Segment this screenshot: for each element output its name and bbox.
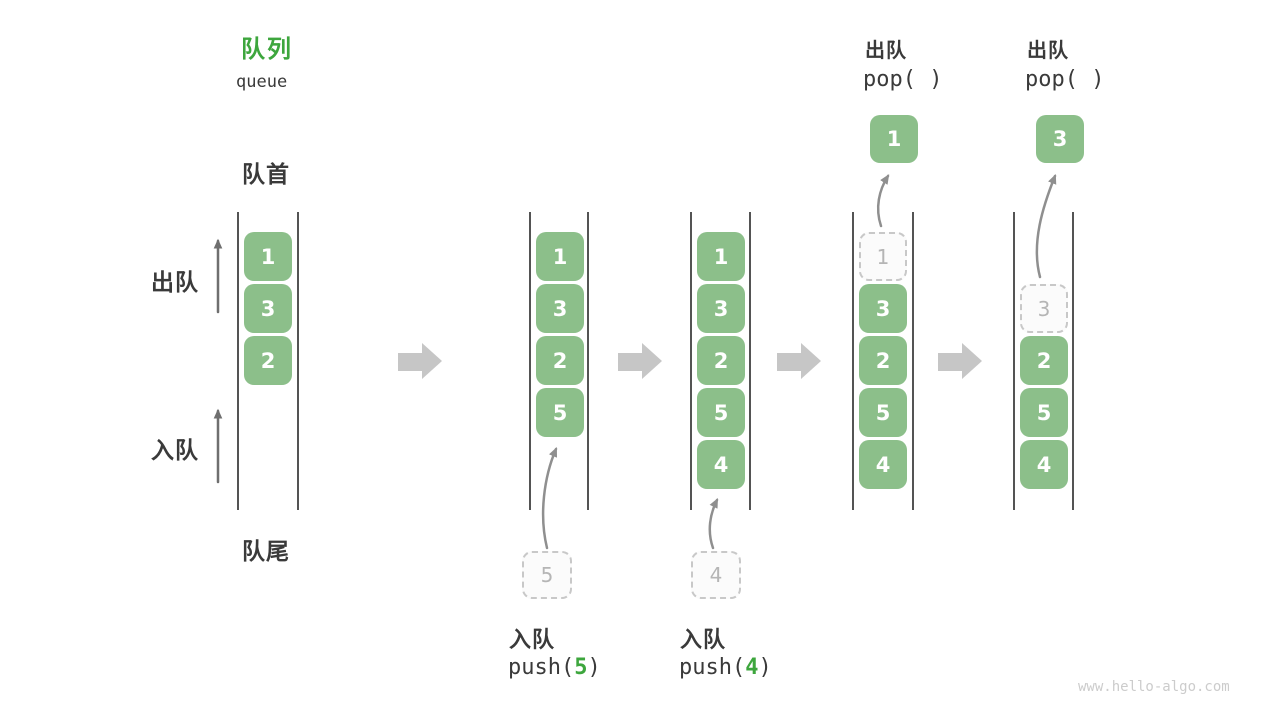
stage-transition-arrow (618, 343, 662, 379)
label-dequeue-side: 出队 (151, 270, 199, 296)
op-code-fn: push( (508, 655, 575, 680)
queue-cell: 4 (859, 440, 907, 489)
queue-wall-line (529, 212, 531, 510)
queue-cell: 2 (859, 336, 907, 385)
op-label-enqueue: 入队 (509, 628, 556, 653)
label-enqueue-side: 入队 (151, 438, 199, 464)
queue-wall-line (587, 212, 589, 510)
queue-cell: 3 (244, 284, 292, 333)
queue-cell: 2 (536, 336, 584, 385)
queue-wall-line (297, 212, 299, 510)
queue-wall-line (690, 212, 692, 510)
popped-value-cell: 3 (1036, 115, 1084, 163)
queue-wall-line (1072, 212, 1074, 510)
dequeue-pop-arrow (876, 174, 890, 228)
op-code-push-5: push(5) (508, 655, 601, 680)
stage-transition-arrow (398, 343, 442, 379)
op-label-enqueue: 入队 (680, 628, 727, 653)
diagram-title-zh: 队列 (241, 35, 293, 63)
queue-wall-line (237, 212, 239, 510)
label-queue-rear: 队尾 (242, 539, 290, 565)
queue-cell: 1 (697, 232, 745, 281)
op-label-dequeue: 出队 (865, 38, 907, 62)
enqueue-input-ghost-cell: 4 (691, 551, 741, 599)
diagram-title-en: queue (236, 72, 288, 92)
queue-wall-line (912, 212, 914, 510)
queue-cell: 5 (536, 388, 584, 437)
queue-cell: 2 (1020, 336, 1068, 385)
label-queue-front: 队首 (242, 162, 290, 188)
popped-ghost-cell: 1 (859, 232, 907, 281)
queue-cell: 4 (1020, 440, 1068, 489)
queue-cell: 4 (697, 440, 745, 489)
queue-cell: 1 (244, 232, 292, 281)
queue-wall-line (1013, 212, 1015, 510)
op-code-arg: 5 (574, 655, 588, 680)
enqueue-push-arrow (541, 446, 558, 550)
op-code-close: ) (758, 655, 772, 680)
queue-cell: 5 (859, 388, 907, 437)
queue-cell: 3 (859, 284, 907, 333)
queue-cell: 3 (697, 284, 745, 333)
queue-wall-line (749, 212, 751, 510)
queue-cell: 1 (536, 232, 584, 281)
op-label-dequeue: 出队 (1027, 38, 1069, 62)
watermark: www.hello-algo.com (1078, 679, 1230, 695)
popped-value-cell: 1 (870, 115, 918, 163)
op-code-pop: pop( ) (1025, 67, 1105, 92)
op-code-arg: 4 (745, 655, 759, 680)
op-code-push-4: push(4) (679, 655, 772, 680)
op-code-close: ) (587, 655, 601, 680)
op-code-fn: push( (679, 655, 746, 680)
dequeue-pop-arrow (1035, 173, 1057, 279)
queue-cell: 5 (697, 388, 745, 437)
queue-cell: 2 (697, 336, 745, 385)
queue-cell: 3 (536, 284, 584, 333)
popped-ghost-cell: 3 (1020, 284, 1068, 333)
queue-wall-line (852, 212, 854, 510)
stage-transition-arrow (777, 343, 821, 379)
enqueue-input-ghost-cell: 5 (522, 551, 572, 599)
enqueue-push-arrow (708, 498, 719, 550)
queue-cell: 2 (244, 336, 292, 385)
stage-transition-arrow (938, 343, 982, 379)
op-code-pop: pop( ) (863, 67, 943, 92)
queue-cell: 5 (1020, 388, 1068, 437)
